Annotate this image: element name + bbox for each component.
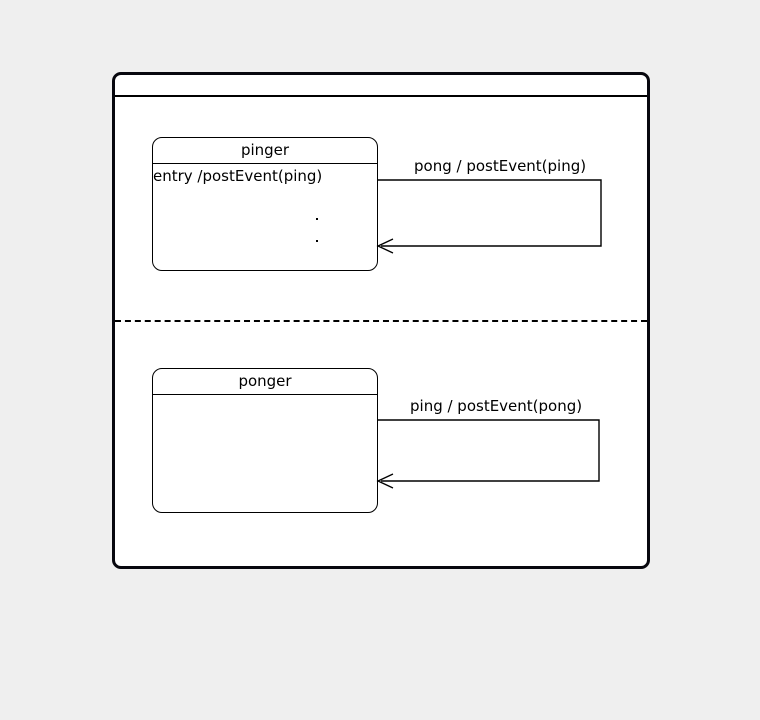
state-ponger-name: ponger xyxy=(238,372,292,390)
state-pinger-body-dot xyxy=(316,240,318,242)
transition-label-ponger: ping / postEvent(pong) xyxy=(410,397,583,415)
state-pinger-name: pinger xyxy=(240,141,290,159)
state-pinger-body-dot xyxy=(316,218,318,220)
composite-state-header xyxy=(115,75,647,97)
orthogonal-region-divider xyxy=(115,320,647,322)
state-pinger-name-band: pinger xyxy=(153,138,377,164)
state-ponger[interactable]: ponger xyxy=(152,368,378,513)
transition-label-pinger: pong / postEvent(ping) xyxy=(414,157,587,175)
state-pinger-body: entry /postEvent(ping) xyxy=(153,164,377,270)
state-ponger-name-band: ponger xyxy=(153,369,377,395)
state-ponger-body xyxy=(153,395,377,512)
state-pinger[interactable]: pinger entry /postEvent(ping) xyxy=(152,137,378,271)
state-pinger-entry-action: entry /postEvent(ping) xyxy=(153,167,323,185)
